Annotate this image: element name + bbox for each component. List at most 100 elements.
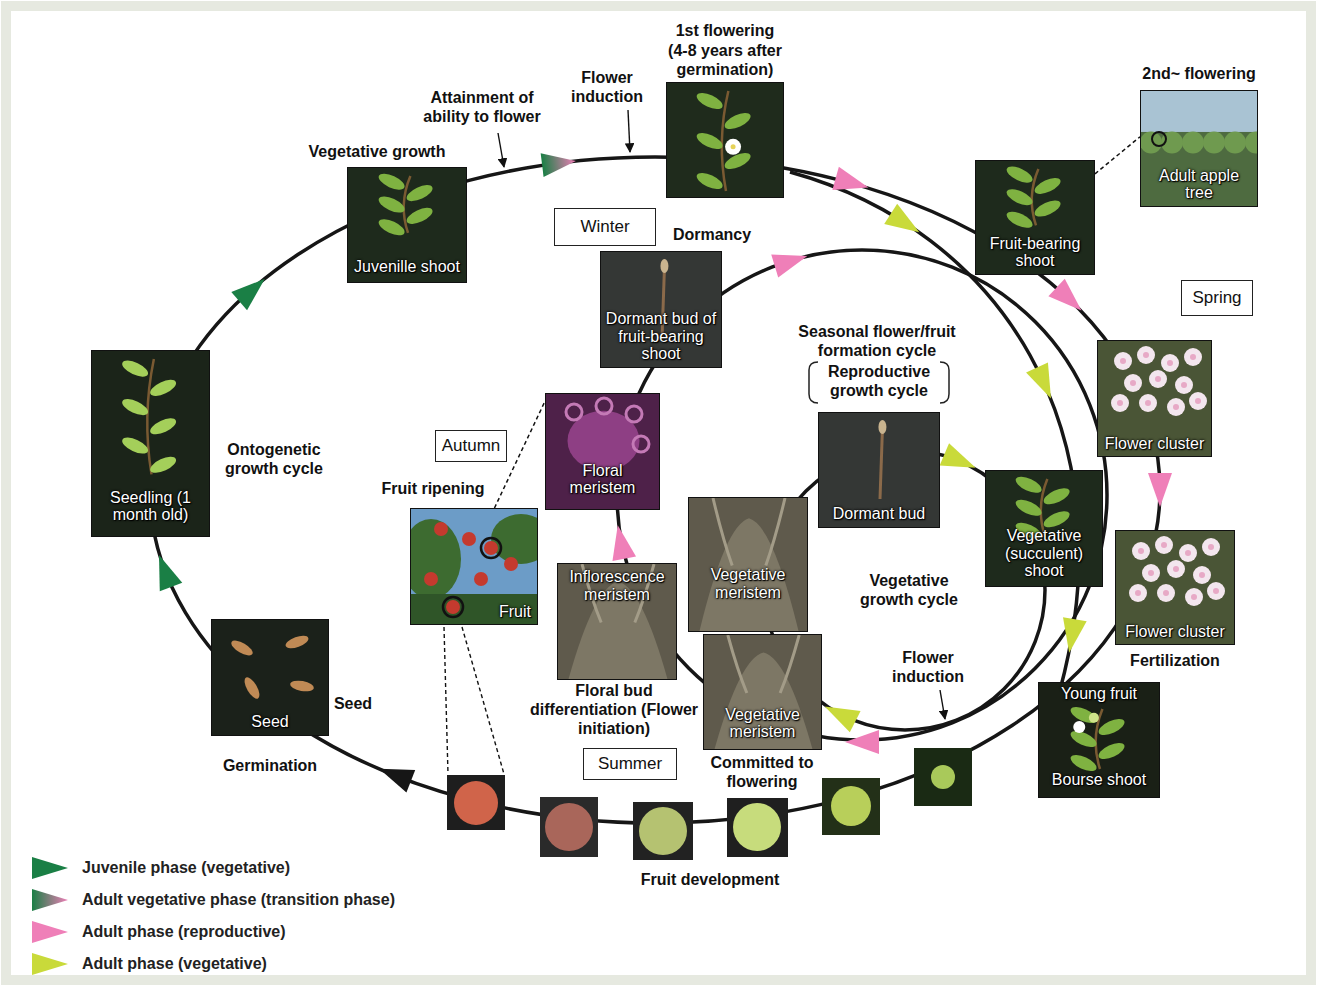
stage-label: Seasonal flower/fruit formation cycle — [777, 322, 977, 360]
photo-panel: Fruit-bearing shoot — [975, 160, 1095, 275]
tree-crown — [1203, 131, 1225, 153]
fruit-development-photos — [447, 748, 972, 860]
blossom — [1202, 538, 1220, 556]
stem — [404, 176, 411, 233]
apple — [545, 803, 593, 851]
caption-holder: Bourse shoot — [1043, 771, 1155, 789]
label-holder: Floral bud differentiation (Flower initi… — [530, 681, 698, 739]
bud — [660, 259, 668, 273]
leaf — [120, 434, 150, 457]
season-box: Autumn — [435, 430, 508, 462]
stage-heading: 2nd~ flowering — [1142, 64, 1255, 83]
arrowhead — [375, 758, 415, 793]
blossom-center — [1145, 400, 1151, 406]
arrowhead — [940, 443, 981, 478]
seed-shape — [289, 679, 314, 693]
blossom-center — [1167, 360, 1173, 366]
caption-holder: Vegetative (succulent) shoot — [990, 527, 1098, 580]
leaf — [1013, 473, 1043, 496]
stage-label: Ontogenetic growth cycle — [209, 440, 339, 478]
photo-panel: Fruit — [410, 508, 538, 625]
blossom — [1175, 376, 1193, 394]
caption-holder: Autumn — [436, 431, 507, 461]
leaf — [148, 453, 178, 476]
caption-holder: Dormant bud — [823, 505, 935, 523]
label-holder: Fruit development — [641, 870, 780, 889]
caption-holder: Spring — [1182, 281, 1252, 315]
caption-holder: Adult apple tree — [1145, 167, 1253, 202]
legend-arrowhead — [32, 857, 68, 879]
fruit-photo — [633, 802, 693, 860]
photo-panel: Flower cluster — [1115, 530, 1235, 645]
stage-label: Fruit development — [641, 870, 780, 889]
leaf — [1041, 508, 1071, 531]
arrowhead — [832, 167, 871, 199]
label-holder: Fertilization — [1130, 651, 1220, 670]
foliage — [411, 594, 537, 624]
arrowhead — [845, 730, 879, 754]
bracket-left — [809, 362, 818, 403]
legend-arrowhead — [32, 921, 68, 943]
fruit-photo — [727, 798, 788, 857]
label-holder: Seasonal flower/fruit formation cycle — [777, 322, 977, 360]
photo-caption: Vegetative meristem — [693, 566, 803, 601]
leaf — [1068, 752, 1098, 775]
blossom-center — [1190, 354, 1196, 360]
blossom-center — [1208, 544, 1214, 550]
photo-panel: Vegetative meristem — [688, 497, 808, 632]
seed-shape — [284, 633, 310, 651]
blossom — [1111, 394, 1129, 412]
caption-holder: Vegetative meristem — [693, 566, 803, 601]
label-holder: Ontogenetic growth cycle — [209, 440, 339, 478]
blossom — [1124, 374, 1142, 392]
blossom — [1157, 584, 1175, 602]
leaf-primordium — [766, 498, 785, 566]
photo-panel: Flower cluster — [1097, 340, 1212, 457]
photo-panel: Floral meristem — [545, 393, 660, 510]
leaf — [694, 170, 724, 193]
blossom-center — [1143, 352, 1149, 358]
caption-holder: Fruit — [415, 603, 531, 621]
blossom — [1193, 566, 1211, 584]
blossom — [1129, 584, 1147, 602]
photo-caption: Juvenille shoot — [352, 258, 462, 276]
season-name: Winter — [580, 217, 629, 237]
photo-caption: Fruit — [415, 603, 531, 621]
stage-label: Vegetative growth cycle — [849, 571, 969, 609]
label-holder: Flower induction — [557, 68, 657, 106]
apple — [931, 765, 955, 789]
blossom-center — [1135, 590, 1141, 596]
foliage — [411, 519, 461, 599]
blossom — [1179, 544, 1197, 562]
leaf — [404, 182, 434, 205]
arrowhead — [231, 270, 272, 310]
label-holder: Fruit ripening — [381, 479, 484, 498]
leaf — [1032, 175, 1062, 198]
blossom — [1185, 588, 1203, 606]
bud — [878, 420, 886, 434]
legend-row: Adult vegetative phase (transition phase… — [28, 884, 395, 916]
photo-panel: Young fruitBourse shoot — [1038, 682, 1160, 798]
label-holder: Attainment of ability to flower — [407, 88, 557, 126]
caption-holder: 1st flowering (4-8 years after germinati… — [664, 21, 786, 79]
leaf — [1032, 197, 1062, 220]
label-holder: Flower induction — [878, 648, 978, 686]
primordium — [633, 436, 649, 452]
seed-shape — [242, 675, 263, 701]
leaf — [1096, 740, 1126, 763]
caption-holder: Vegetative meristem — [708, 706, 817, 741]
photo-panel: Inflorescence meristem — [557, 563, 677, 680]
photo-panel: Dormant bud — [818, 412, 940, 528]
blossom — [1149, 370, 1167, 388]
leaf — [120, 396, 150, 419]
flower — [725, 139, 741, 155]
label-holder: Vegetative growth — [309, 142, 446, 161]
leaf — [120, 357, 150, 380]
blossom-center — [1148, 570, 1154, 576]
primordium — [596, 398, 612, 414]
season-box: Spring — [1181, 280, 1253, 316]
legend-row: Juvenile phase (vegetative) — [28, 852, 395, 884]
seed-shape — [229, 638, 255, 659]
legend-swatch — [28, 854, 70, 882]
apple — [454, 781, 498, 825]
